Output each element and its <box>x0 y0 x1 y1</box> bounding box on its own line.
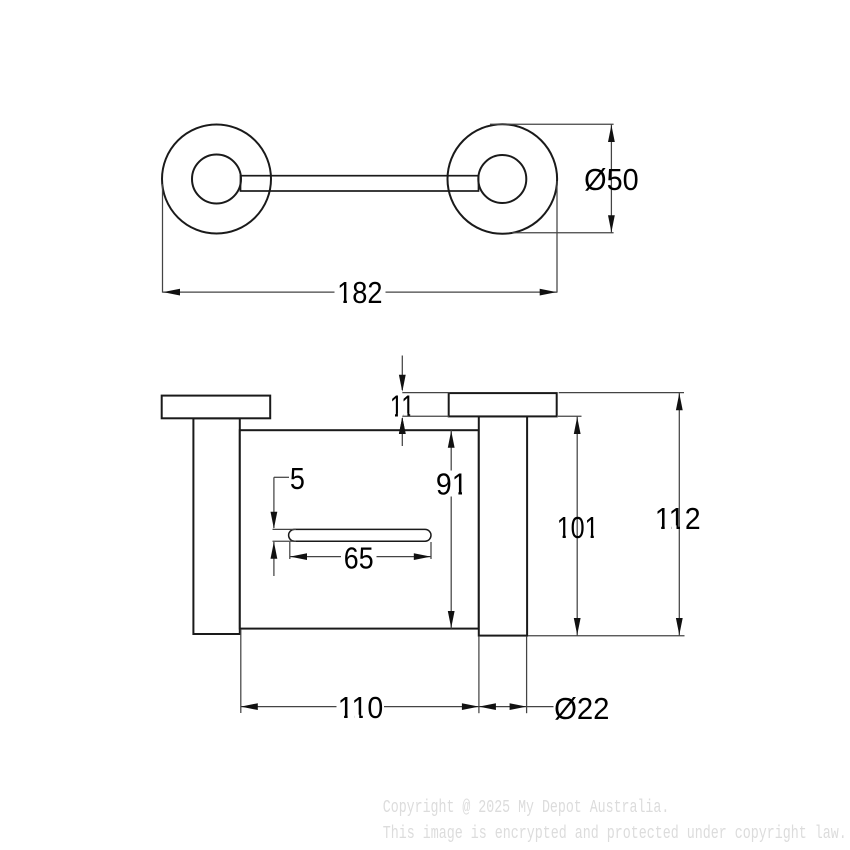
svg-text:65: 65 <box>344 540 374 575</box>
svg-text:112: 112 <box>655 501 701 536</box>
svg-text:Ø22: Ø22 <box>554 691 609 726</box>
svg-text:91: 91 <box>436 466 468 501</box>
svg-text:110: 110 <box>338 690 383 725</box>
svg-text:182: 182 <box>337 275 382 310</box>
svg-text:5: 5 <box>290 461 305 496</box>
svg-text:Ø50: Ø50 <box>584 162 639 197</box>
svg-text:This image is encrypted and pr: This image is encrypted and protected un… <box>383 824 847 844</box>
svg-text:101: 101 <box>557 510 599 545</box>
svg-text:Copyright @ 2025 My Depot Aust: Copyright @ 2025 My Depot Australia. <box>383 798 670 818</box>
